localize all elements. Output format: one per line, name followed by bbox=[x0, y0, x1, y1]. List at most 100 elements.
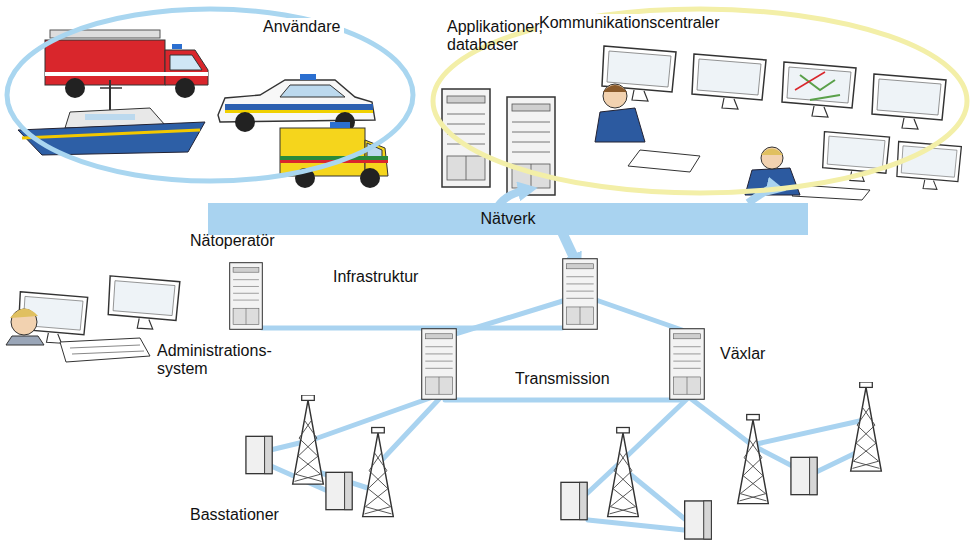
police-car bbox=[300, 74, 316, 80]
node-text: Nätverk bbox=[208, 210, 808, 228]
boat bbox=[100, 87, 122, 89]
control-room bbox=[795, 72, 825, 90]
ellipse-outline bbox=[7, 9, 413, 181]
fire-truck bbox=[50, 30, 160, 38]
control-room bbox=[692, 54, 766, 109]
switch bbox=[670, 329, 705, 400]
node-text: Användare bbox=[259, 18, 344, 36]
switch bbox=[422, 329, 457, 400]
application-server bbox=[442, 89, 555, 195]
transmission-label: Transmission bbox=[515, 370, 610, 388]
application-server bbox=[442, 89, 490, 187]
ellipse-outline bbox=[4, 6, 416, 184]
control-room bbox=[782, 62, 856, 117]
control-room bbox=[823, 132, 890, 182]
ambulance bbox=[330, 122, 350, 128]
base-station-tower bbox=[851, 382, 882, 471]
ambulance bbox=[280, 128, 365, 176]
ellipse-outline bbox=[433, 9, 967, 193]
transmission-line bbox=[455, 300, 566, 334]
operator-workstation bbox=[6, 276, 180, 362]
operator-workstation bbox=[11, 309, 37, 335]
transmission-line bbox=[445, 398, 680, 403]
fire-truck bbox=[45, 30, 208, 98]
fire-truck bbox=[45, 40, 165, 85]
transmission-line bbox=[312, 398, 430, 440]
fire-truck bbox=[170, 55, 202, 70]
network-connector bbox=[748, 188, 774, 203]
transmission-line bbox=[625, 398, 688, 458]
base-station-cabinet bbox=[246, 436, 817, 539]
control-room bbox=[800, 75, 840, 100]
operator-workstation bbox=[6, 336, 44, 345]
transmission-line bbox=[380, 398, 440, 462]
base-station-label: Basstationer bbox=[190, 506, 279, 524]
police-car bbox=[218, 74, 375, 132]
operator-workstation bbox=[108, 276, 180, 329]
boat bbox=[22, 130, 200, 138]
ambulance bbox=[295, 168, 315, 188]
server bbox=[230, 263, 263, 330]
transmission-line bbox=[262, 326, 562, 331]
transmission-line bbox=[752, 420, 864, 445]
user-group-ellipse: Användare bbox=[4, 6, 416, 184]
base-station-cabinet bbox=[685, 501, 712, 539]
base-station-cabinet bbox=[326, 472, 352, 509]
boat bbox=[85, 114, 135, 120]
base-station-tower bbox=[293, 395, 324, 484]
switch bbox=[422, 329, 705, 400]
application-label: Applikationer, databaser bbox=[447, 18, 559, 55]
control-room bbox=[595, 46, 961, 200]
control-room bbox=[603, 85, 627, 92]
transmission-line bbox=[262, 300, 866, 530]
operator-workstation bbox=[60, 338, 150, 362]
base-station-cabinet bbox=[561, 482, 587, 519]
boat bbox=[109, 80, 111, 110]
transmission-line bbox=[588, 520, 684, 530]
police-car bbox=[280, 85, 345, 97]
infrastructure-label: Infrastruktur bbox=[333, 268, 418, 286]
base-station-cabinet bbox=[246, 436, 272, 473]
transmission-line bbox=[690, 398, 752, 445]
server bbox=[230, 259, 598, 330]
network-arrow bbox=[562, 232, 576, 262]
control-room bbox=[595, 108, 645, 142]
ambulance bbox=[280, 160, 388, 163]
ambulance bbox=[360, 168, 380, 188]
police-car bbox=[235, 112, 255, 132]
switch-label: Växlar bbox=[720, 345, 765, 363]
ambulance bbox=[280, 156, 388, 160]
base-station-cabinet bbox=[791, 457, 817, 494]
control-room bbox=[792, 185, 870, 200]
base-station-tower bbox=[608, 428, 639, 517]
transmission-line bbox=[596, 300, 682, 330]
police-car bbox=[225, 104, 373, 110]
boat bbox=[18, 80, 205, 155]
operator-workstation bbox=[10, 308, 38, 318]
operator-label: Nätoperatör bbox=[190, 232, 275, 250]
fire-truck bbox=[65, 78, 85, 98]
control-room bbox=[897, 141, 961, 189]
application-server bbox=[507, 97, 555, 195]
server bbox=[563, 259, 598, 330]
control-room bbox=[603, 84, 627, 108]
ellipse-outline bbox=[430, 6, 970, 196]
control-room bbox=[872, 74, 946, 129]
ambulance bbox=[280, 122, 388, 188]
fire-truck bbox=[172, 44, 182, 49]
control-room bbox=[628, 150, 700, 172]
control-centre-ellipse: Kommunikationscentraler bbox=[430, 6, 970, 196]
network-band: Nätverk bbox=[208, 203, 808, 235]
fire-truck bbox=[45, 72, 208, 76]
node-text: Kommunikationscentraler bbox=[535, 14, 724, 32]
control-room bbox=[761, 147, 783, 169]
admin-system-label: Administrations- system bbox=[157, 342, 287, 379]
base-station-tower bbox=[363, 428, 394, 517]
operator-workstation bbox=[70, 345, 144, 354]
fire-truck bbox=[175, 78, 195, 98]
